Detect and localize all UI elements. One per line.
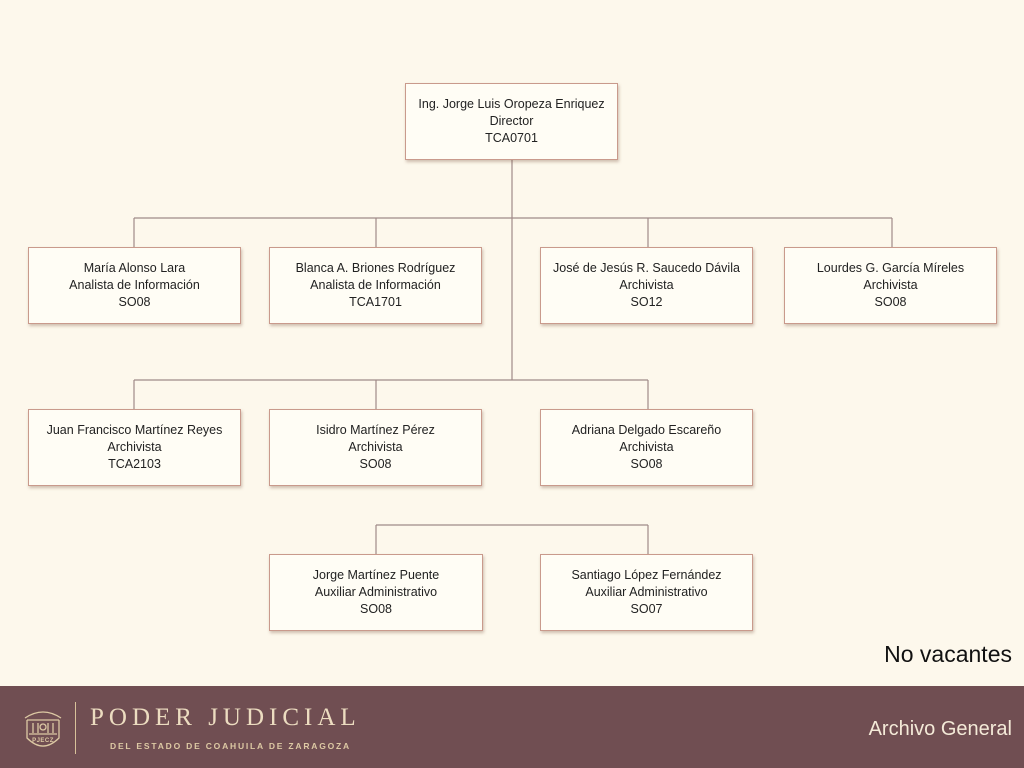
org-box-row-1: José de Jesús R. Saucedo Dávila Archivis… [540,247,753,324]
org-box-row-3: Santiago López Fernández Auxiliar Admini… [540,554,753,631]
person-role: Archivista [619,440,674,454]
footer-subtitle: DEL ESTADO DE COAHUILA DE ZARAGOZA [110,741,351,751]
org-box-row-2: Isidro Martínez Pérez Archivista SO08 [269,409,482,486]
person-role: Auxiliar Administrativo [585,585,708,599]
person-code: TCA0701 [485,131,538,145]
org-box-row-2: Adriana Delgado Escareño Archivista SO08 [540,409,753,486]
person-name: José de Jesús R. Saucedo Dávila [553,261,740,275]
person-code: SO08 [359,457,392,471]
person-name: Lourdes G. García Míreles [816,261,965,275]
person-code: SO08 [874,295,907,309]
person-name: Santiago López Fernández [571,568,722,582]
person-role: Archivista [107,440,162,454]
footer-title: PODER JUDICIAL [90,704,361,731]
footer-divider [75,702,76,754]
person-code: SO07 [630,602,663,616]
person-name: María Alonso Lara [83,261,186,275]
org-box-row-1: María Alonso Lara Analista de Informació… [28,247,241,324]
footer-department: Archivo General [868,718,1012,740]
org-box-row-1: Blanca A. Briones Rodríguez Analista de … [269,247,482,324]
person-name: Blanca A. Briones Rodríguez [295,261,456,275]
person-code: SO08 [118,295,151,309]
seal-lettering: PJECZ [32,738,54,744]
person-role: Auxiliar Administrativo [314,585,438,599]
person-name: Jorge Martínez Puente [312,568,440,582]
person-role: Archivista [348,440,403,454]
person-name: Juan Francisco Martínez Reyes [46,423,223,437]
org-box-row-3: Jorge Martínez Puente Auxiliar Administr… [269,554,483,631]
person-role: Archivista [619,278,674,292]
no-vacancies-note: No vacantes [884,641,1012,667]
footer-bar [0,686,1024,768]
person-role: Archivista [863,278,918,292]
person-role: Analista de Información [310,278,441,292]
org-box-row-2: Juan Francisco Martínez Reyes Archivista… [28,409,241,486]
org-box-director: Ing. Jorge Luis Oropeza Enriquez Directo… [405,83,618,160]
person-role: Director [489,114,534,128]
pjecz-seal-icon: PJECZ [24,711,62,747]
person-name: Isidro Martínez Pérez [316,423,435,437]
person-code: SO12 [630,295,663,309]
org-box-row-1: Lourdes G. García Míreles Archivista SO0… [784,247,997,324]
person-code: TCA1701 [349,295,402,309]
person-role: Analista de Información [69,278,200,292]
org-chart-connectors [133,160,893,554]
person-name: Ing. Jorge Luis Oropeza Enriquez [418,97,605,111]
person-code: SO08 [630,457,663,471]
person-code: SO08 [360,602,392,616]
person-name: Adriana Delgado Escareño [571,423,722,437]
person-code: TCA2103 [108,457,161,471]
